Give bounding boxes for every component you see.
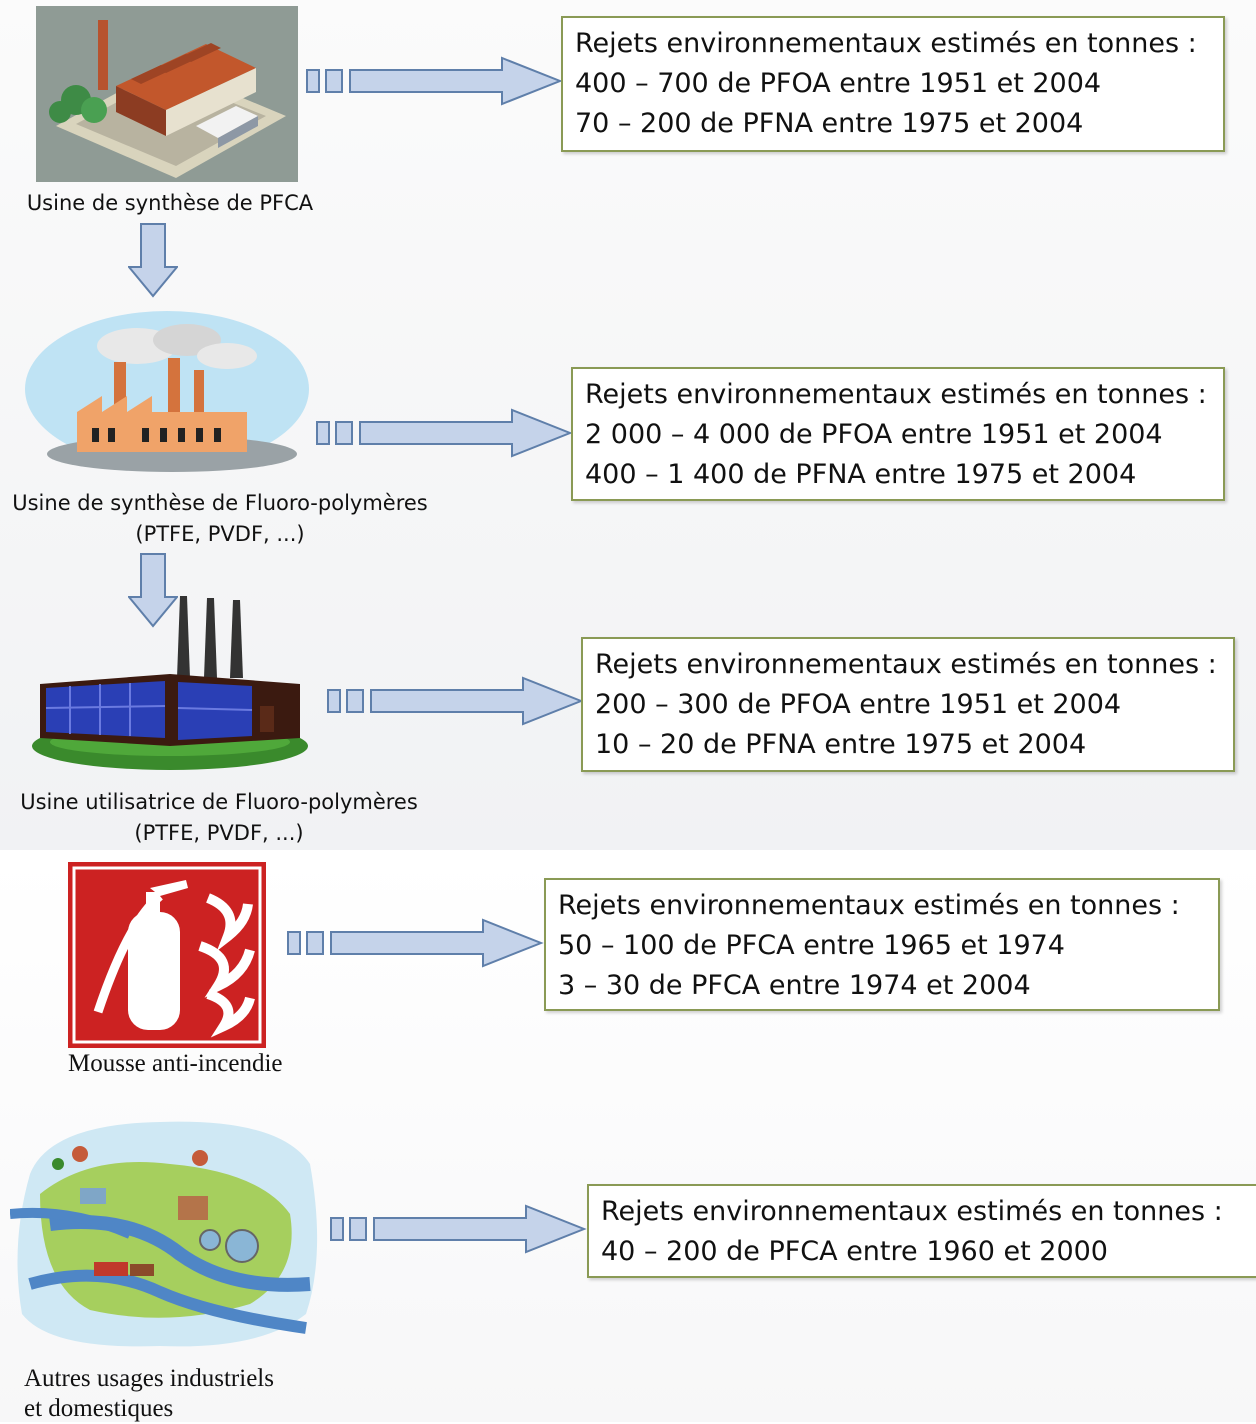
stage-caption: Autres usages industriels et domestiques — [24, 1364, 344, 1424]
emissions-line: 40 – 200 de PFCA entre 1960 et 2000 — [601, 1236, 1108, 1267]
emissions-line: 50 – 100 de PFCA entre 1965 et 1974 — [558, 930, 1065, 961]
orange-factory-clouds-icon — [22, 304, 312, 474]
flow-down-arrow — [128, 223, 178, 298]
emissions-box: Rejets environnementaux estimés en tonne… — [581, 637, 1235, 772]
emissions-line: 70 – 200 de PFNA entre 1975 et 2004 — [575, 108, 1084, 139]
emissions-line: 200 – 300 de PFOA entre 1951 et 2004 — [595, 689, 1122, 720]
isometric-factory-icon — [36, 6, 298, 182]
release-arrow — [287, 918, 545, 968]
emissions-title: Rejets environnementaux estimés en tonne… — [595, 649, 1217, 680]
emissions-line: 400 – 700 de PFOA entre 1951 et 2004 — [575, 68, 1102, 99]
caption-line: Autres usages industriels — [24, 1365, 274, 1392]
emissions-title: Rejets environnementaux estimés en tonne… — [585, 379, 1207, 410]
emissions-line: 3 – 30 de PFCA entre 1974 et 2004 — [558, 970, 1031, 1001]
caption-line: Usine de synthèse de PFCA — [26, 191, 314, 215]
stage-caption: Usine de synthèse de PFCA — [10, 188, 330, 219]
emissions-box: Rejets environnementaux estimés en tonne… — [561, 16, 1225, 152]
emissions-line: 10 – 20 de PFNA entre 1975 et 2004 — [595, 729, 1087, 760]
release-arrow — [327, 676, 585, 726]
emissions-title: Rejets environnementaux estimés en tonne… — [575, 28, 1197, 59]
fire-extinguisher-sign-icon — [68, 862, 266, 1048]
stage-caption: Mousse anti-incendie — [68, 1048, 368, 1079]
release-arrow — [330, 1204, 588, 1254]
emissions-line: 400 – 1 400 de PFNA entre 1975 et 2004 — [585, 459, 1137, 490]
emissions-box: Rejets environnementaux estimés en tonne… — [544, 878, 1220, 1011]
release-arrow — [316, 408, 574, 458]
caption-line: Mousse anti-incendie — [68, 1050, 283, 1077]
stage-caption: Usine utilisatrice de Fluoro-polymères (… — [0, 787, 438, 849]
emissions-title: Rejets environnementaux estimés en tonne… — [601, 1196, 1223, 1227]
emissions-box: Rejets environnementaux estimés en tonne… — [587, 1184, 1256, 1278]
caption-line: Usine de synthèse de Fluoro-polymères — [12, 491, 428, 515]
flow-down-arrow — [128, 553, 178, 628]
caption-line: et domestiques — [24, 1395, 174, 1422]
caption-line: (PTFE, PVDF, ...) — [135, 522, 305, 546]
emissions-title: Rejets environnementaux estimés en tonne… — [558, 890, 1180, 921]
caption-line: Usine utilisatrice de Fluoro-polymères — [20, 790, 418, 814]
stage-caption: Usine de synthèse de Fluoro-polymères (P… — [0, 488, 440, 550]
blue-glass-factory-icon — [30, 596, 312, 772]
landscape-map-icon — [10, 1114, 322, 1354]
emissions-box: Rejets environnementaux estimés en tonne… — [571, 367, 1225, 501]
caption-line: (PTFE, PVDF, ...) — [134, 821, 304, 845]
release-arrow — [306, 56, 564, 106]
emissions-line: 2 000 – 4 000 de PFOA entre 1951 et 2004 — [585, 419, 1163, 450]
